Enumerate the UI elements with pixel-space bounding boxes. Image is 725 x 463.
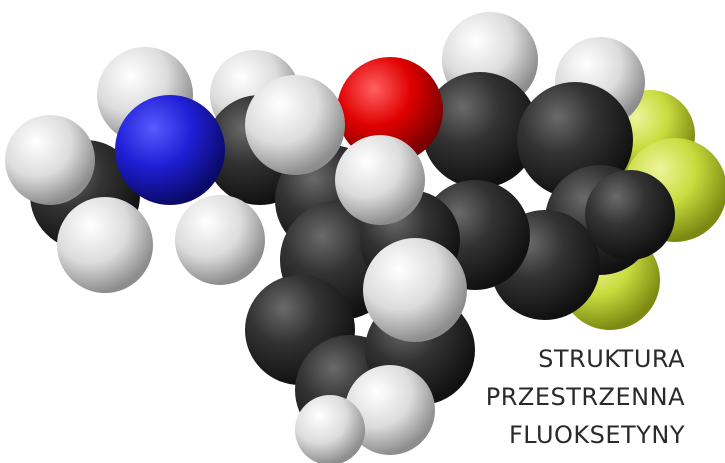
hydrogen-atom bbox=[295, 395, 365, 463]
caption-line-1: STRUKTURA bbox=[538, 345, 685, 373]
carbon-atom bbox=[585, 170, 675, 260]
chain-hydrogen-atoms bbox=[5, 75, 345, 293]
hydrogen-atom bbox=[5, 115, 95, 205]
hydrogen-atom bbox=[57, 197, 153, 293]
nitrogen-atom bbox=[115, 95, 225, 205]
carbon-atom bbox=[422, 72, 538, 188]
caption: STRUKTURA PRZESTRZENNA FLUOKSETYNY bbox=[486, 340, 685, 454]
caption-line-3: FLUOKSETYNY bbox=[508, 421, 685, 449]
ring-hydrogen-atoms bbox=[295, 135, 467, 463]
hydrogen-atom bbox=[345, 365, 435, 455]
caption-line-2: PRZESTRZENNA bbox=[485, 383, 685, 411]
hydrogen-atom bbox=[175, 195, 265, 285]
aromatic-ring-right bbox=[420, 72, 675, 320]
oxygen-atom bbox=[337, 57, 443, 163]
hydrogen-atom bbox=[363, 238, 467, 342]
hydrogen-atom bbox=[335, 135, 425, 225]
hydrogen-atom bbox=[245, 75, 345, 175]
